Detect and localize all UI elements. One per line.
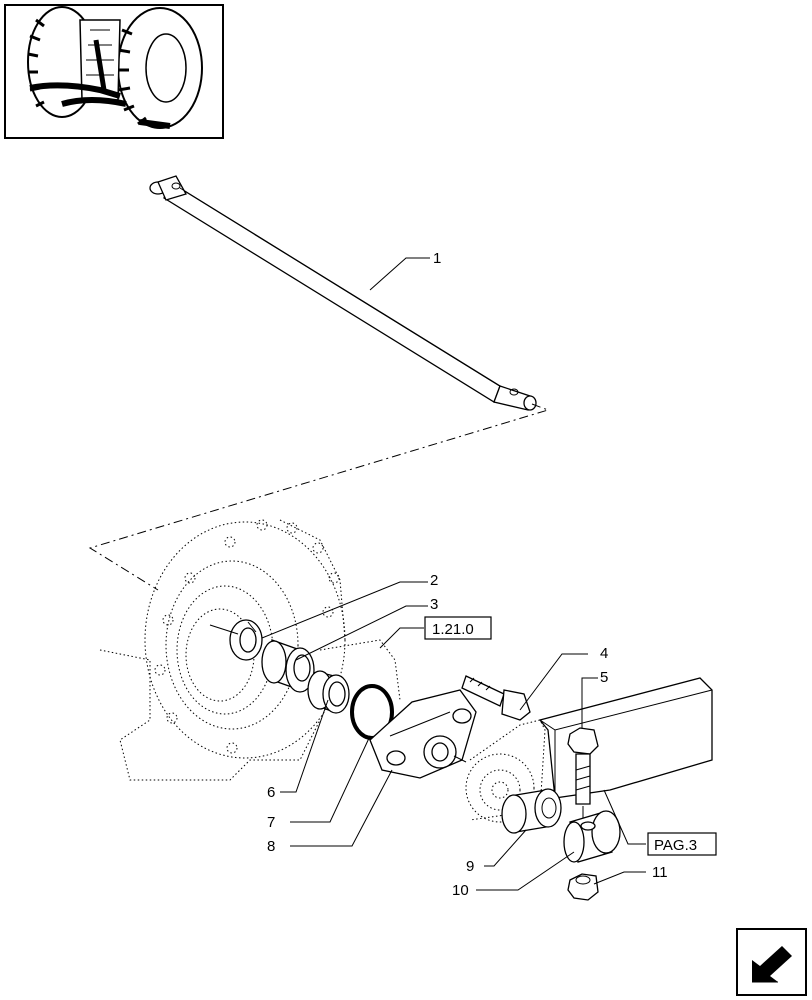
reference-page-label: PAG.3	[654, 837, 697, 854]
bolt-part-4[interactable]	[461, 675, 531, 721]
callout-3: 3	[430, 596, 438, 613]
callout-1: 1	[433, 250, 441, 267]
clip-part-2[interactable]	[229, 619, 263, 661]
bushing-part-6[interactable]	[307, 670, 350, 714]
next-page-arrow-icon[interactable]	[736, 928, 807, 996]
callout-10: 10	[452, 882, 469, 899]
tractor-rear-thumbnail-icon[interactable]	[4, 4, 224, 139]
shaft-part-1[interactable]	[149, 175, 537, 411]
reference-section-label: 1.21.0	[432, 621, 474, 638]
bushing-part-3[interactable]	[261, 639, 315, 693]
callout-6: 6	[267, 784, 275, 801]
callout-5: 5	[600, 669, 608, 686]
callout-2: 2	[430, 572, 438, 589]
lift-arm-beam	[538, 677, 713, 799]
bushing-part-9[interactable]	[501, 788, 562, 834]
callout-9: 9	[466, 858, 474, 875]
reference-box-page[interactable]: PAG.3	[647, 832, 717, 856]
reference-box-section[interactable]: 1.21.0	[424, 616, 492, 640]
nut-part-11[interactable]	[567, 873, 599, 901]
callout-7: 7	[267, 814, 275, 831]
collar-part-10[interactable]	[563, 810, 621, 863]
flange-support-part-8[interactable]	[369, 689, 477, 779]
callout-8: 8	[267, 838, 275, 855]
bolt-part-5[interactable]	[567, 727, 599, 805]
callout-4: 4	[600, 645, 608, 662]
callout-11: 11	[652, 864, 668, 881]
leader-lines	[261, 257, 646, 891]
